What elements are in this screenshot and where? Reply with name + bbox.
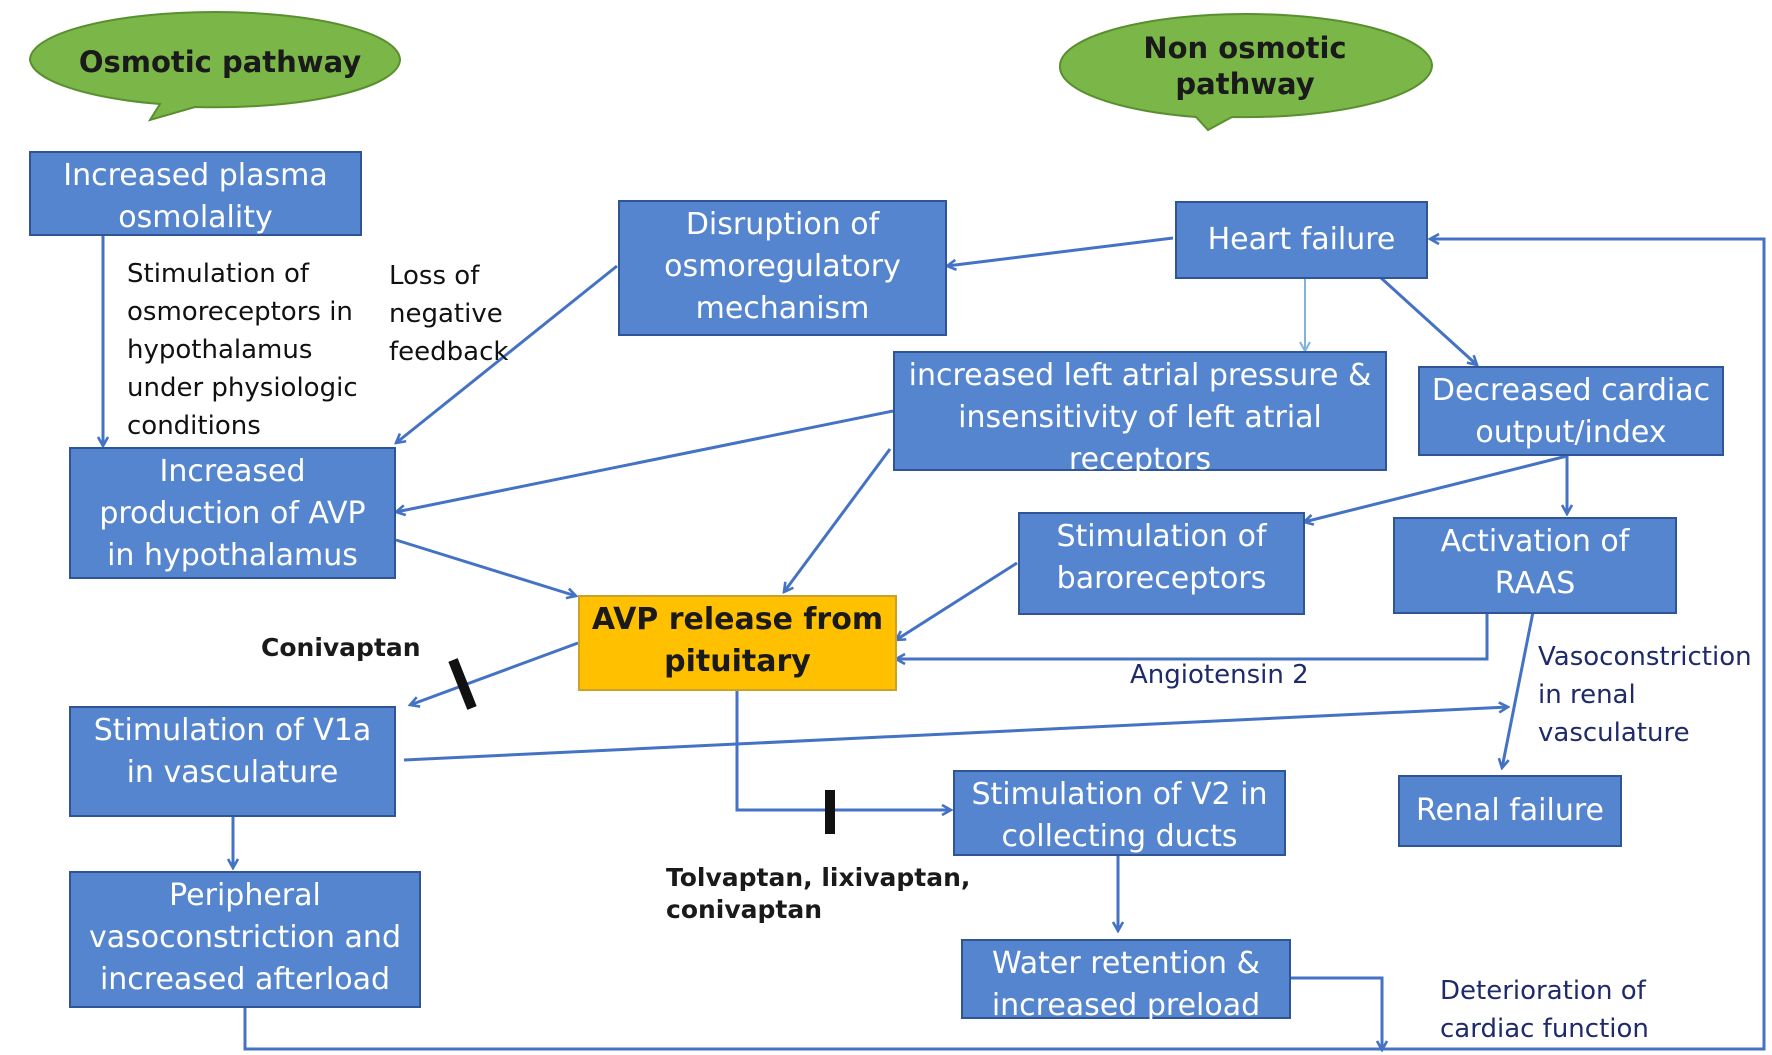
arrow-disruption-to-avp-production — [396, 264, 618, 443]
label-line: cardiac function — [1440, 1014, 1649, 1044]
box-line: in hypothalamus — [107, 538, 358, 573]
box-line: Heart failure — [1207, 222, 1396, 257]
box-line: increased afterload — [99, 962, 391, 997]
arrow-avp-release-to-v1a — [410, 641, 579, 705]
box-peripheral-vasoconstriction: Peripheral vasoconstriction and increase… — [69, 871, 421, 1008]
box-line: Activation of — [1440, 524, 1630, 559]
label-line: feedback — [389, 337, 509, 367]
box-stimulation-v1a: Stimulation of V1a in vasculature — [69, 706, 396, 817]
box-renal-failure: Renal failure — [1398, 775, 1622, 847]
conivaptan-block-bar — [448, 658, 477, 710]
box-line: insensitivity of left atrial — [958, 400, 1322, 435]
drug-tolvaptan-lixivaptan: Tolvaptan, lixivaptan, conivaptan — [666, 862, 970, 926]
label-line: Loss of — [389, 261, 480, 291]
box-decreased-cardiac-output: Decreased cardiac output/index — [1418, 366, 1724, 456]
arrow-water-to-deterioration — [1291, 976, 1382, 1050]
box-line: mechanism — [695, 291, 870, 326]
label-line: negative — [389, 299, 503, 329]
osmotic-pathway-line-1: Osmotic pathway — [78, 45, 362, 79]
non-osmotic-line-1: Non osmotic — [1143, 31, 1347, 65]
feedback-loop-to-heart-failure — [243, 239, 1766, 1051]
box-line: output/index — [1475, 415, 1667, 450]
arrow-raas-angiotensin-to-avp-release — [896, 612, 1489, 659]
box-line: increased preload — [991, 988, 1261, 1023]
label-osmoreceptors: Stimulation of osmoreceptors in hypothal… — [127, 255, 358, 445]
drug-line: Tolvaptan, lixivaptan, — [666, 863, 971, 892]
box-stimulation-baroreceptors: Stimulation of baroreceptors — [1018, 512, 1305, 615]
label-line: vasculature — [1538, 718, 1690, 748]
box-line: vasoconstriction and — [89, 920, 401, 955]
arrow-heart-failure-to-decreased-cardiac — [1378, 275, 1477, 365]
box-line: increased left atrial pressure & — [908, 358, 1372, 393]
label-line: under physiologic — [127, 373, 358, 403]
box-line: Stimulation of V1a — [93, 713, 372, 748]
box-line: Water retention & — [992, 946, 1260, 981]
box-increased-avp-production: Increased production of AVP in hypothala… — [69, 447, 396, 579]
box-line: Increased plasma — [63, 158, 328, 193]
drug-conivaptan: Conivaptan — [261, 632, 421, 664]
arrow-v1a-to-renal-vasculature — [403, 707, 1508, 762]
label-line: Stimulation of — [127, 259, 310, 289]
box-line: pituitary — [664, 644, 811, 679]
non-osmotic-bubble-shape — [1058, 13, 1434, 132]
box-line: receptors — [1068, 442, 1212, 477]
label-angiotensin-2: Angiotensin 2 — [1130, 656, 1309, 694]
osmotic-pathway-title: Osmotic pathway — [70, 44, 370, 80]
box-line: collecting ducts — [1001, 819, 1238, 854]
osmotic-bubble-shape — [28, 11, 402, 122]
box-left-atrial-pressure: increased left atrial pressure & insensi… — [893, 351, 1387, 477]
drug-line: conivaptan — [666, 895, 823, 924]
arrow-baroreceptors-to-avp-release — [896, 561, 1018, 640]
box-line: Increased — [159, 454, 306, 489]
box-stimulation-v2: Stimulation of V2 in collecting ducts — [953, 770, 1286, 856]
box-line: RAAS — [1494, 566, 1576, 601]
box-line: Peripheral — [169, 878, 321, 913]
label-line: hypothalamus — [127, 335, 313, 365]
non-osmotic-line-2: pathway — [1175, 67, 1315, 101]
arrow-avp-production-to-avp-release — [395, 538, 576, 596]
box-heart-failure: Heart failure — [1175, 201, 1428, 279]
box-line: Disruption of — [685, 207, 880, 242]
box-line: production of AVP — [99, 496, 366, 531]
label-line: osmoreceptors in — [127, 297, 353, 327]
box-line: in vasculature — [126, 755, 339, 790]
arrow-heart-failure-to-disruption — [947, 236, 1174, 266]
drug-line: Conivaptan — [261, 633, 421, 662]
box-activation-raas: Activation of RAAS — [1393, 517, 1677, 614]
box-line: osmolality — [118, 200, 273, 235]
box-line: baroreceptors — [1056, 561, 1267, 596]
label-line: Angiotensin 2 — [1130, 660, 1309, 690]
box-line: Renal failure — [1416, 793, 1604, 828]
arrow-raas-to-renal-failure — [1502, 611, 1535, 768]
non-osmotic-pathway-title: Non osmotic pathway — [1095, 30, 1395, 102]
box-increased-plasma-osmolality: Increased plasma osmolality — [29, 151, 362, 236]
box-water-retention: Water retention & increased preload — [961, 939, 1291, 1023]
label-line: Deterioration of — [1440, 976, 1646, 1006]
box-line: Decreased cardiac — [1431, 373, 1711, 408]
arrow-avp-release-to-v2 — [735, 691, 951, 810]
box-line: osmoregulatory — [664, 249, 901, 284]
label-line: conditions — [127, 411, 261, 441]
label-deterioration-cardiac: Deterioration of cardiac function — [1440, 972, 1649, 1048]
label-line: in renal — [1538, 680, 1636, 710]
label-vasoconstriction-renal: Vasoconstriction in renal vasculature — [1538, 638, 1752, 752]
label-line: Vasoconstriction — [1538, 642, 1752, 672]
arrow-decreased-cardiac-to-baroreceptors — [1304, 454, 1568, 522]
arrow-left-atrial-to-avp-production — [396, 409, 894, 512]
label-loss-negative-feedback: Loss of negative feedback — [389, 257, 508, 371]
box-line: Stimulation of — [1056, 519, 1267, 554]
box-disruption-osmoregulatory: Disruption of osmoregulatory mechanism — [618, 200, 947, 336]
box-line: AVP release from — [591, 602, 884, 637]
arrow-left-atrial-to-avp-release — [784, 448, 892, 592]
box-line: Stimulation of V2 in — [971, 777, 1268, 812]
box-avp-release-pituitary: AVP release from pituitary — [578, 595, 897, 691]
